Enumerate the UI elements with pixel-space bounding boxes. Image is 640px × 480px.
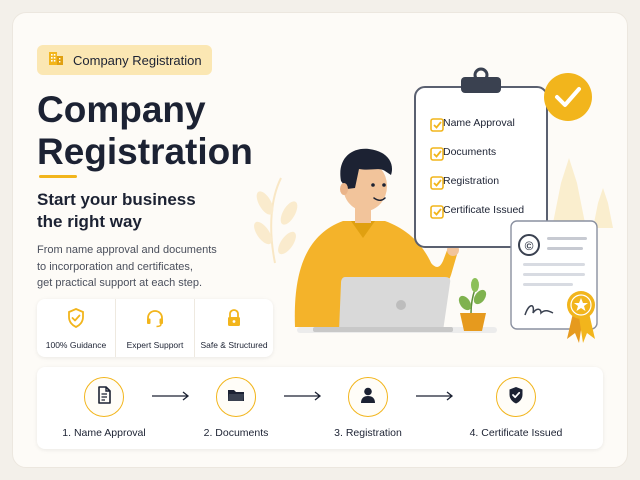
subtitle-line-2: the right way xyxy=(37,212,142,231)
lock-icon xyxy=(223,307,245,334)
step-label: 4. Certificate Issued xyxy=(469,427,563,439)
title-line-2: Registration xyxy=(37,131,253,172)
infographic-card: Company Registration Company Registratio… xyxy=(12,12,628,468)
building-icon xyxy=(47,49,65,72)
description: From name approval and documents to inco… xyxy=(37,242,247,292)
step-icon-circle xyxy=(216,377,256,417)
step-icon-circle xyxy=(496,377,536,417)
illustration: © xyxy=(254,67,613,343)
feature-label: Expert Support xyxy=(126,339,184,350)
clipboard-item-certificate: Certificate Issued xyxy=(443,204,524,216)
description-line-3: get practical support at each step. xyxy=(37,277,203,289)
page-title: Company Registration xyxy=(37,89,297,173)
svg-text:©: © xyxy=(525,239,534,253)
person-icon xyxy=(358,385,378,410)
step-icon-circle xyxy=(348,377,388,417)
laptop xyxy=(313,277,453,332)
feature-label: 100% Guidance xyxy=(45,339,107,350)
headset-icon xyxy=(144,307,166,334)
subtitle: Start your business the right way xyxy=(37,189,237,233)
leaf-decoration xyxy=(254,177,298,264)
process-steps: 1. Name Approval 2. Documents xyxy=(37,367,603,449)
feature-label: Safe & Structured xyxy=(200,339,268,350)
title-line-1: Company xyxy=(37,89,206,130)
step-documents: 2. Documents xyxy=(176,377,296,439)
clipboard-item-documents: Documents xyxy=(443,146,496,158)
description-line-2: to incorporation and certificates, xyxy=(37,260,193,273)
arrow-right-icon xyxy=(283,389,323,407)
features-panel: 100% Guidance Expert Support xyxy=(37,299,273,357)
shield-check-icon xyxy=(506,385,526,410)
clipboard-item-label: Certificate Issued xyxy=(443,204,525,216)
clipboard-item-label: Registration xyxy=(443,175,500,187)
step-name-approval: 1. Name Approval xyxy=(44,377,164,439)
step-registration: 3. Registration xyxy=(308,377,428,439)
step-label: 1. Name Approval xyxy=(62,427,146,439)
clipboard-checkboxes xyxy=(430,118,444,219)
clipboard xyxy=(414,67,548,248)
arrow-right-icon xyxy=(415,389,455,407)
clipboard-item-label: Documents xyxy=(443,146,497,158)
check-badge-icon xyxy=(544,73,592,121)
clipboard-item-registration: Registration xyxy=(443,175,499,187)
step-certificate-issued: 4. Certificate Issued xyxy=(456,377,576,439)
feature-safe-structured: Safe & Structured xyxy=(195,299,273,357)
document-icon xyxy=(94,385,114,410)
step-icon-circle xyxy=(84,377,124,417)
award-ribbon-icon xyxy=(567,291,595,343)
shield-check-icon xyxy=(65,307,87,334)
plant xyxy=(458,278,487,331)
tag-label: Company Registration xyxy=(73,52,202,68)
arrow-right-icon xyxy=(151,389,191,407)
feature-guidance: 100% Guidance xyxy=(37,299,116,357)
person xyxy=(294,148,463,327)
clipboard-item-label: Name Approval xyxy=(443,117,515,129)
folder-icon xyxy=(226,385,246,410)
temple-silhouette xyxy=(553,158,613,228)
clipboard-item-name-approval: Name Approval xyxy=(443,117,515,129)
category-tag: Company Registration xyxy=(37,45,212,75)
subtitle-line-1: Start your business xyxy=(37,190,196,209)
step-label: 2. Documents xyxy=(203,427,269,439)
title-underline xyxy=(39,175,77,178)
description-line-1: From name approval and documents xyxy=(37,244,217,256)
step-label: 3. Registration xyxy=(334,427,402,439)
feature-expert-support: Expert Support xyxy=(116,299,195,357)
